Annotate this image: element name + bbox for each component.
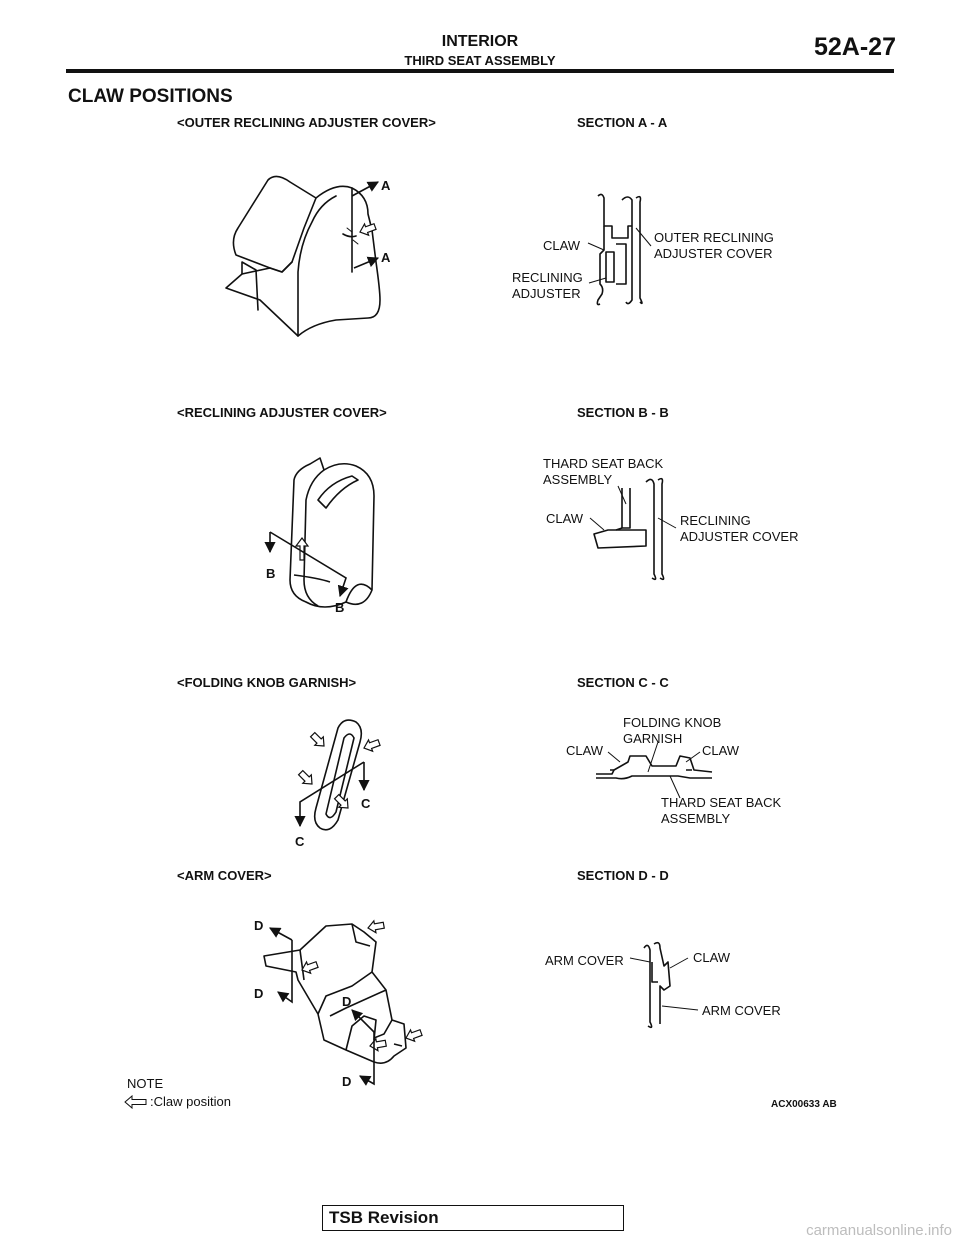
- section-line-c: [294, 761, 370, 828]
- section-c-c-leaders: [607, 741, 701, 799]
- outer-reclining-adjuster-cover-drawing: [225, 175, 381, 337]
- marker-c-left: C: [295, 834, 305, 849]
- folding-knob-garnish-drawing: [313, 719, 363, 831]
- claw-position-icon-b: [294, 537, 310, 561]
- claw-position-icon-c2: [361, 736, 382, 755]
- section-title-b-b: SECTION B - B: [577, 405, 669, 420]
- section-title-a-a: SECTION A - A: [577, 115, 668, 130]
- claw-position-icon-c1: [307, 729, 329, 751]
- marker-d-bottom: D: [342, 1074, 351, 1089]
- marker-b-left: B: [266, 566, 275, 581]
- marker-d-mid-left: D: [254, 986, 263, 1001]
- arm-cover-drawing: [263, 923, 407, 1064]
- marker-a-top: A: [381, 178, 391, 193]
- callout-reclining-b: RECLINING: [680, 513, 751, 528]
- callout-arm-cover-d-right: ARM COVER: [702, 1003, 781, 1018]
- claw-position-icon-c3: [295, 767, 317, 789]
- callout-outer-reclining-a: OUTER RECLINING: [654, 230, 774, 245]
- reclining-adjuster-cover-drawing: [289, 457, 375, 608]
- marker-d-center: D: [342, 994, 351, 1009]
- section-b-b-leaders: [589, 485, 677, 531]
- hollow-arrow-left-icon: [124, 1095, 147, 1109]
- section-d-d-drawing: [643, 941, 671, 1029]
- section-line-b: [264, 531, 349, 598]
- figure-code: ACX00633 AB: [771, 1099, 837, 1110]
- callout-claw-a: CLAW: [543, 238, 581, 253]
- marker-c-right: C: [361, 796, 371, 811]
- section-lines-d: [269, 927, 375, 1086]
- callout-assembly-c: ASSEMBLY: [661, 811, 730, 826]
- claw-position-icon: [357, 220, 378, 239]
- page-number: 52A-27: [814, 33, 896, 61]
- callout-folding-knob-c: FOLDING KNOB: [623, 715, 721, 730]
- claw-position-icon-c4: [331, 791, 353, 813]
- callout-thard-seat-back-b: THARD SEAT BACK: [543, 456, 663, 471]
- marker-d-top-left: D: [254, 918, 263, 933]
- note-legend-text: :Claw position: [150, 1094, 231, 1109]
- callout-adjuster-a: ADJUSTER: [512, 286, 581, 301]
- view-title-reclining-adjuster-cover: <RECLINING ADJUSTER COVER>: [177, 405, 387, 420]
- section-title: CLAW POSITIONS: [68, 86, 233, 107]
- subchapter-title: THIRD SEAT ASSEMBLY: [404, 53, 556, 68]
- callout-claw-c-left: CLAW: [566, 743, 604, 758]
- view-title-outer-reclining-adjuster-cover: <OUTER RECLINING ADJUSTER COVER>: [177, 115, 436, 130]
- claw-position-icon-d1: [366, 918, 386, 935]
- tsb-revision-box: TSB Revision: [322, 1205, 624, 1231]
- callout-thard-seat-back-c: THARD SEAT BACK: [661, 795, 781, 810]
- callout-reclining-a: RECLINING: [512, 270, 583, 285]
- view-title-folding-knob-garnish: <FOLDING KNOB GARNISH>: [177, 675, 357, 690]
- chapter-title: INTERIOR: [441, 33, 519, 50]
- section-b-b-drawing: [593, 477, 665, 581]
- marker-b-right: B: [335, 600, 344, 615]
- section-a-a-drawing: [596, 193, 643, 306]
- header-rule: [66, 69, 894, 73]
- section-c-c-drawing: [596, 755, 713, 780]
- marker-a-bottom: A: [381, 250, 391, 265]
- watermark: carmanualsonline.info: [806, 1222, 952, 1239]
- callout-claw-c-right: CLAW: [702, 743, 740, 758]
- callout-claw-d: CLAW: [693, 950, 731, 965]
- section-title-d-d: SECTION D - D: [577, 868, 669, 883]
- view-title-arm-cover: <ARM COVER>: [177, 868, 272, 883]
- section-title-c-c: SECTION C - C: [577, 675, 669, 690]
- claw-position-icon-d4: [368, 1036, 388, 1053]
- section-a-a-leaders: [587, 227, 652, 284]
- callout-adjuster-cover-a: ADJUSTER COVER: [654, 246, 772, 261]
- callout-claw-b: CLAW: [546, 511, 584, 526]
- claw-position-icon-d3: [403, 1026, 424, 1045]
- callout-garnish-c: GARNISH: [623, 731, 682, 746]
- callout-arm-cover-d-left: ARM COVER: [545, 953, 624, 968]
- note-title: NOTE: [127, 1076, 164, 1091]
- callout-assembly-b: ASSEMBLY: [543, 472, 612, 487]
- section-d-d-leaders: [629, 957, 699, 1011]
- section-line-a: [351, 181, 380, 269]
- callout-adjuster-cover-b: ADJUSTER COVER: [680, 529, 798, 544]
